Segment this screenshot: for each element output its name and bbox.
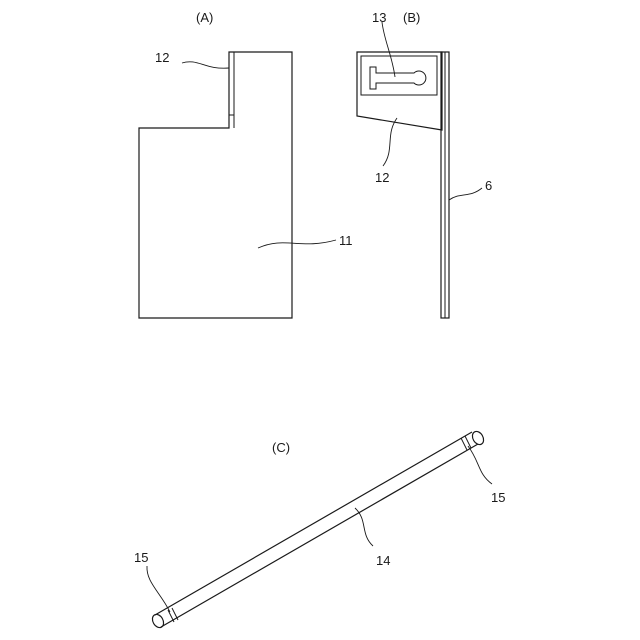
label-15-left: 15 (134, 550, 148, 565)
label-15-right: 15 (491, 490, 505, 505)
tab-plate-outline (357, 52, 442, 130)
rod-edge-top (155, 432, 472, 615)
figure-c: (C) 15 14 15 (134, 429, 505, 629)
plate-outline (139, 52, 292, 318)
rod-end-right (470, 429, 486, 446)
leader-12-a (182, 62, 229, 68)
collar-left-b (172, 608, 178, 620)
figure-a-caption: (A) (196, 10, 213, 25)
leader-15-left (147, 566, 170, 612)
leader-15-right (468, 446, 492, 484)
figure-a: (A) 12 11 (139, 10, 353, 318)
label-12-b: 12 (375, 170, 389, 185)
label-14: 14 (376, 553, 390, 568)
leader-11 (258, 240, 336, 248)
leader-6 (449, 188, 482, 200)
collar-right-a (461, 438, 467, 450)
figure-c-caption: (C) (272, 440, 290, 455)
rod-edge-bottom (161, 444, 478, 627)
leader-13 (382, 22, 395, 77)
collar-left-a (168, 610, 174, 622)
figure-b-caption: (B) (403, 10, 420, 25)
leader-12-b (383, 118, 397, 166)
label-13: 13 (372, 10, 386, 25)
keyhole-slot (370, 67, 426, 89)
label-12-a: 12 (155, 50, 169, 65)
label-6: 6 (485, 178, 492, 193)
figure-b: (B) 13 12 6 (357, 10, 492, 318)
label-11: 11 (339, 233, 353, 248)
rod-end-left (150, 612, 166, 629)
